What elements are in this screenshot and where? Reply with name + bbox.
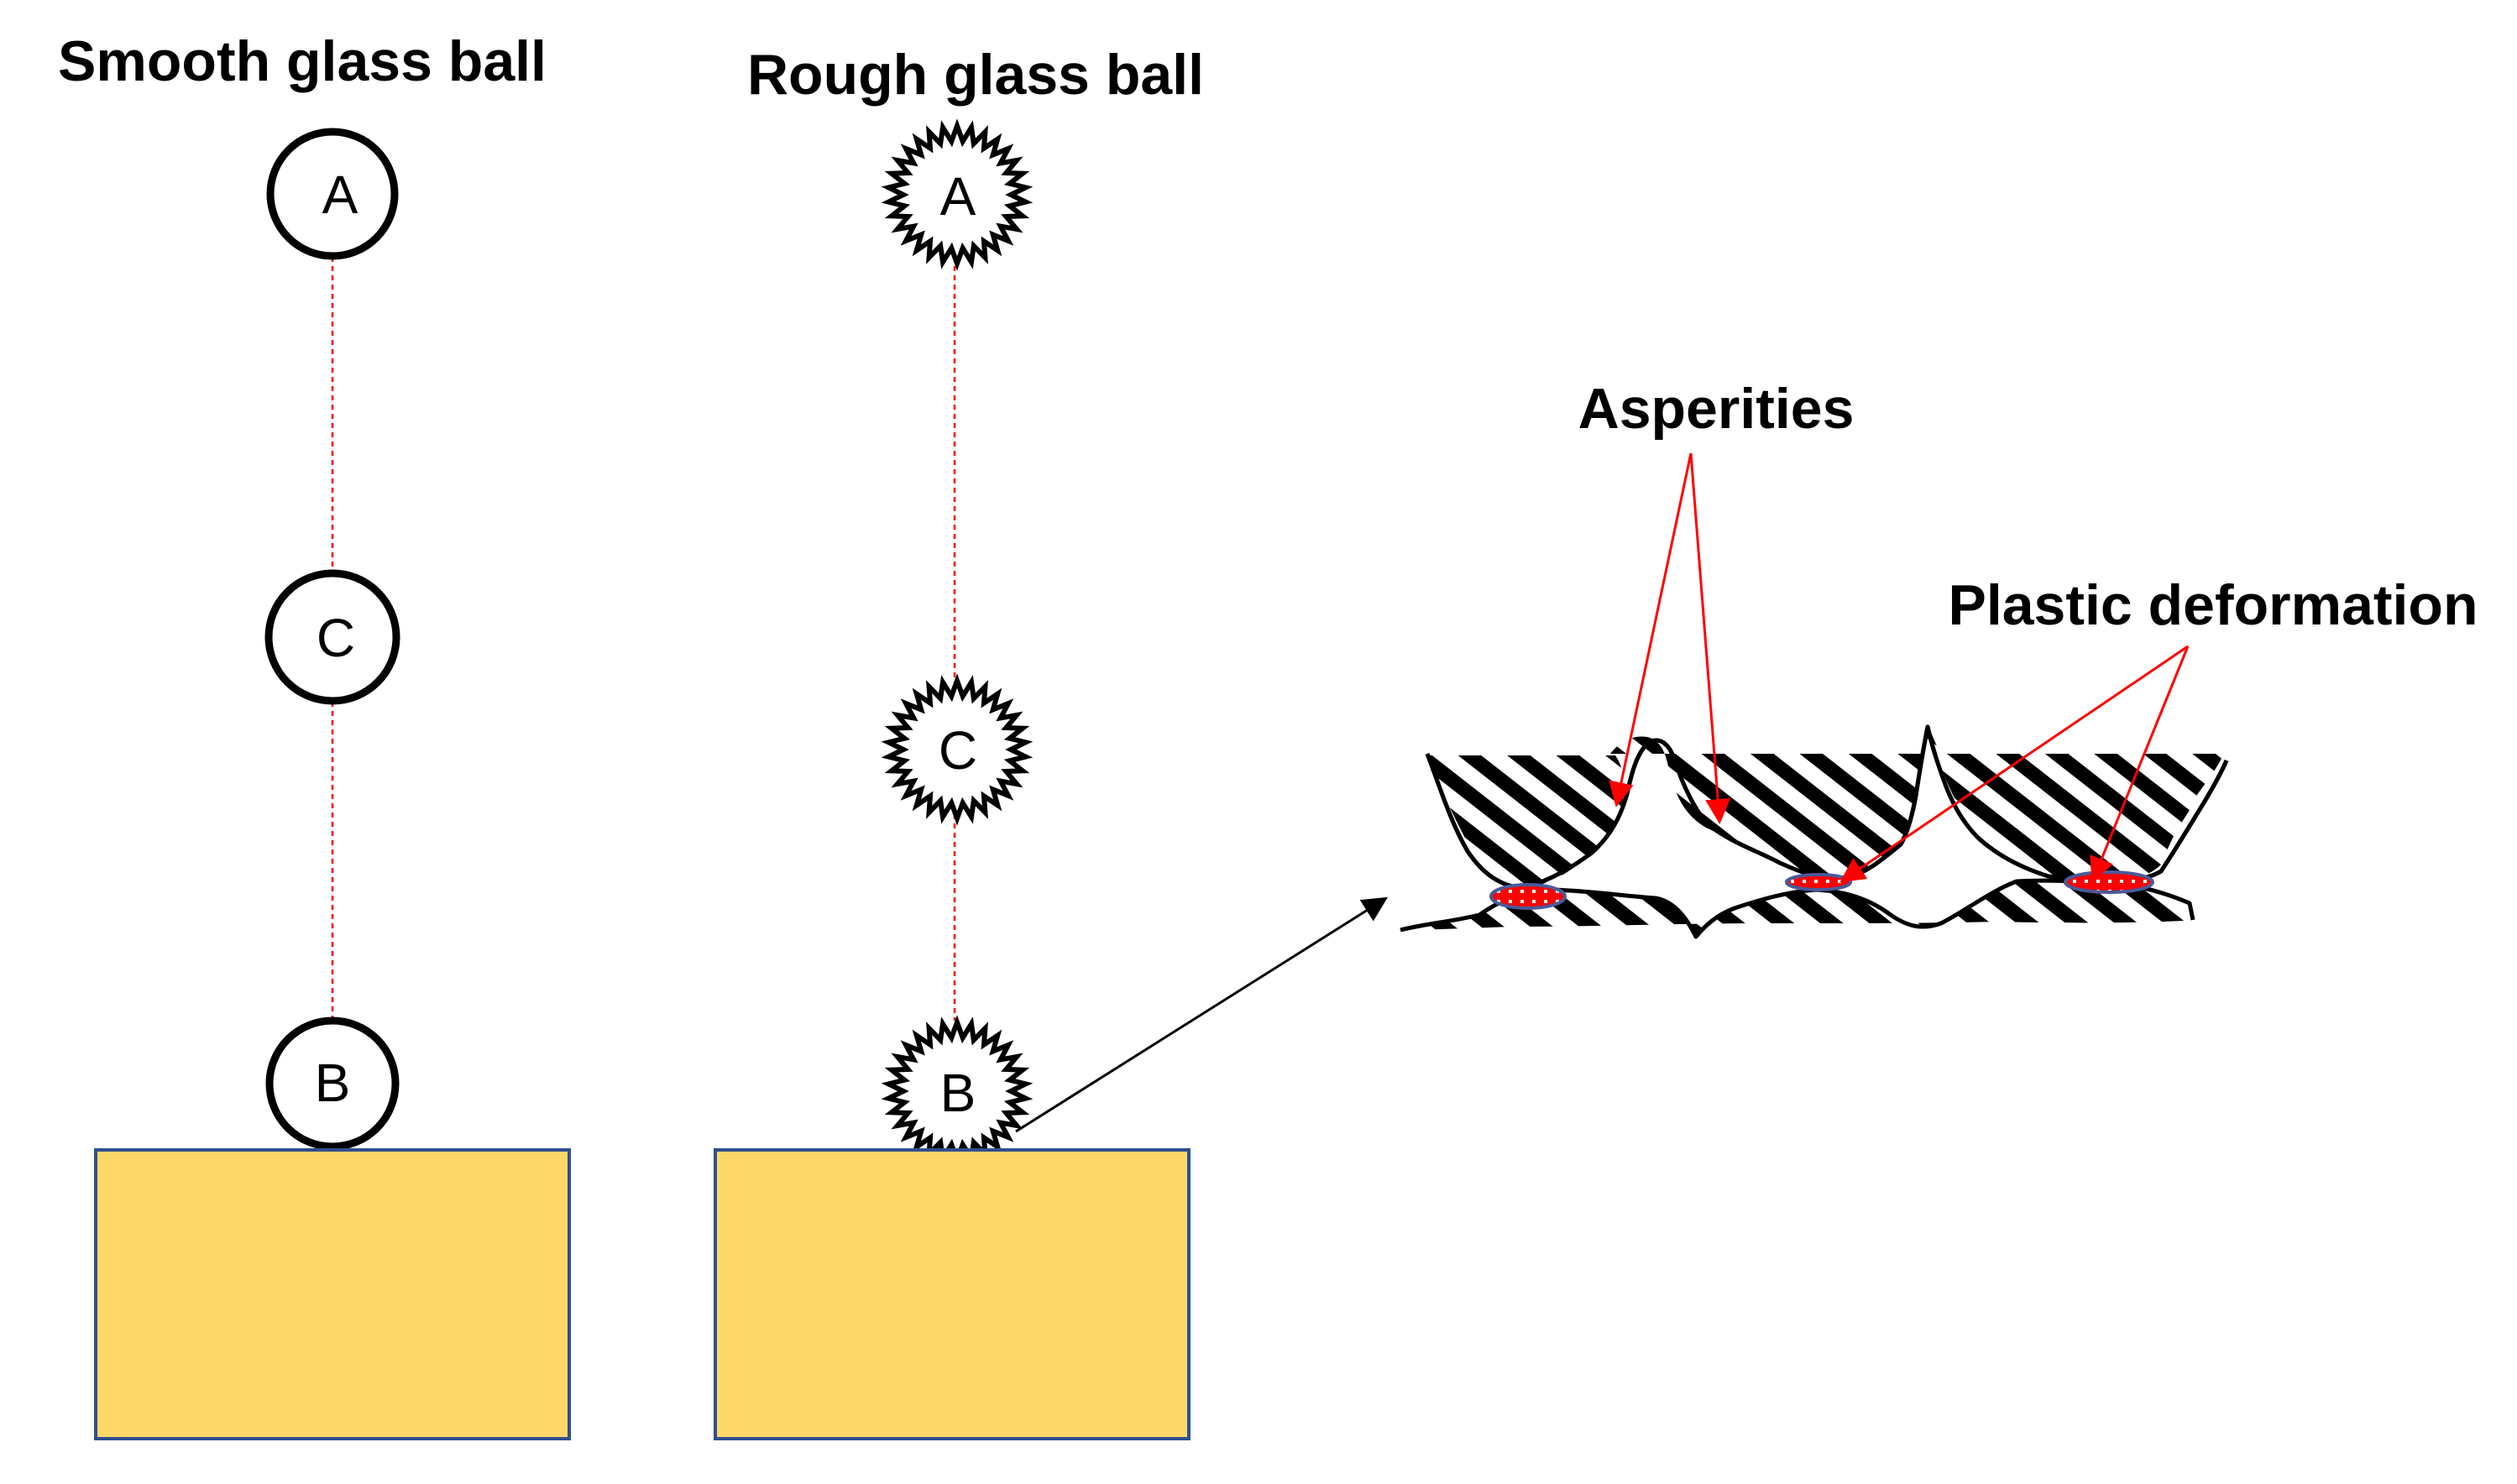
zoom-arrow <box>1015 896 1389 1133</box>
smooth-ball-b: B <box>265 1016 400 1151</box>
smooth-base-block <box>94 1148 571 1440</box>
magnified-contact-view <box>1400 724 2229 939</box>
rough-ball-c-label: C <box>939 720 977 781</box>
plastic-deformation-label: Plastic deformation <box>1948 573 2478 637</box>
deformation-zone-3 <box>2064 870 2154 894</box>
rough-base-block <box>714 1148 1190 1440</box>
smooth-ball-a: A <box>266 128 399 260</box>
rough-ball-b-label: B <box>940 1063 976 1123</box>
asperities-arrows <box>1609 452 1731 824</box>
smooth-ball-c: C <box>264 569 400 705</box>
smooth-ball-c-label: C <box>317 608 355 668</box>
rough-ball-c: C <box>881 673 1033 826</box>
rough-ball-title: Rough glass ball <box>747 43 1204 107</box>
upper-surface-hatched-left <box>1427 755 1625 887</box>
smooth-ball-a-label: A <box>322 165 358 225</box>
upper-surface-hatched-right <box>1928 755 2223 881</box>
plastic-deformation-arrows <box>1839 645 2190 883</box>
smooth-ball-title: Smooth glass ball <box>58 29 547 93</box>
upper-surface-hatched-middle <box>1674 755 1919 877</box>
asperities-label: Asperities <box>1578 377 1855 441</box>
smooth-ball-b-label: B <box>315 1053 351 1113</box>
rough-ball-b: B <box>881 1015 1033 1168</box>
deformation-zone-1 <box>1489 883 1567 910</box>
rough-ball-a: A <box>881 118 1033 271</box>
rough-ball-a-label: A <box>940 166 976 227</box>
deformation-zone-2 <box>1785 873 1852 891</box>
